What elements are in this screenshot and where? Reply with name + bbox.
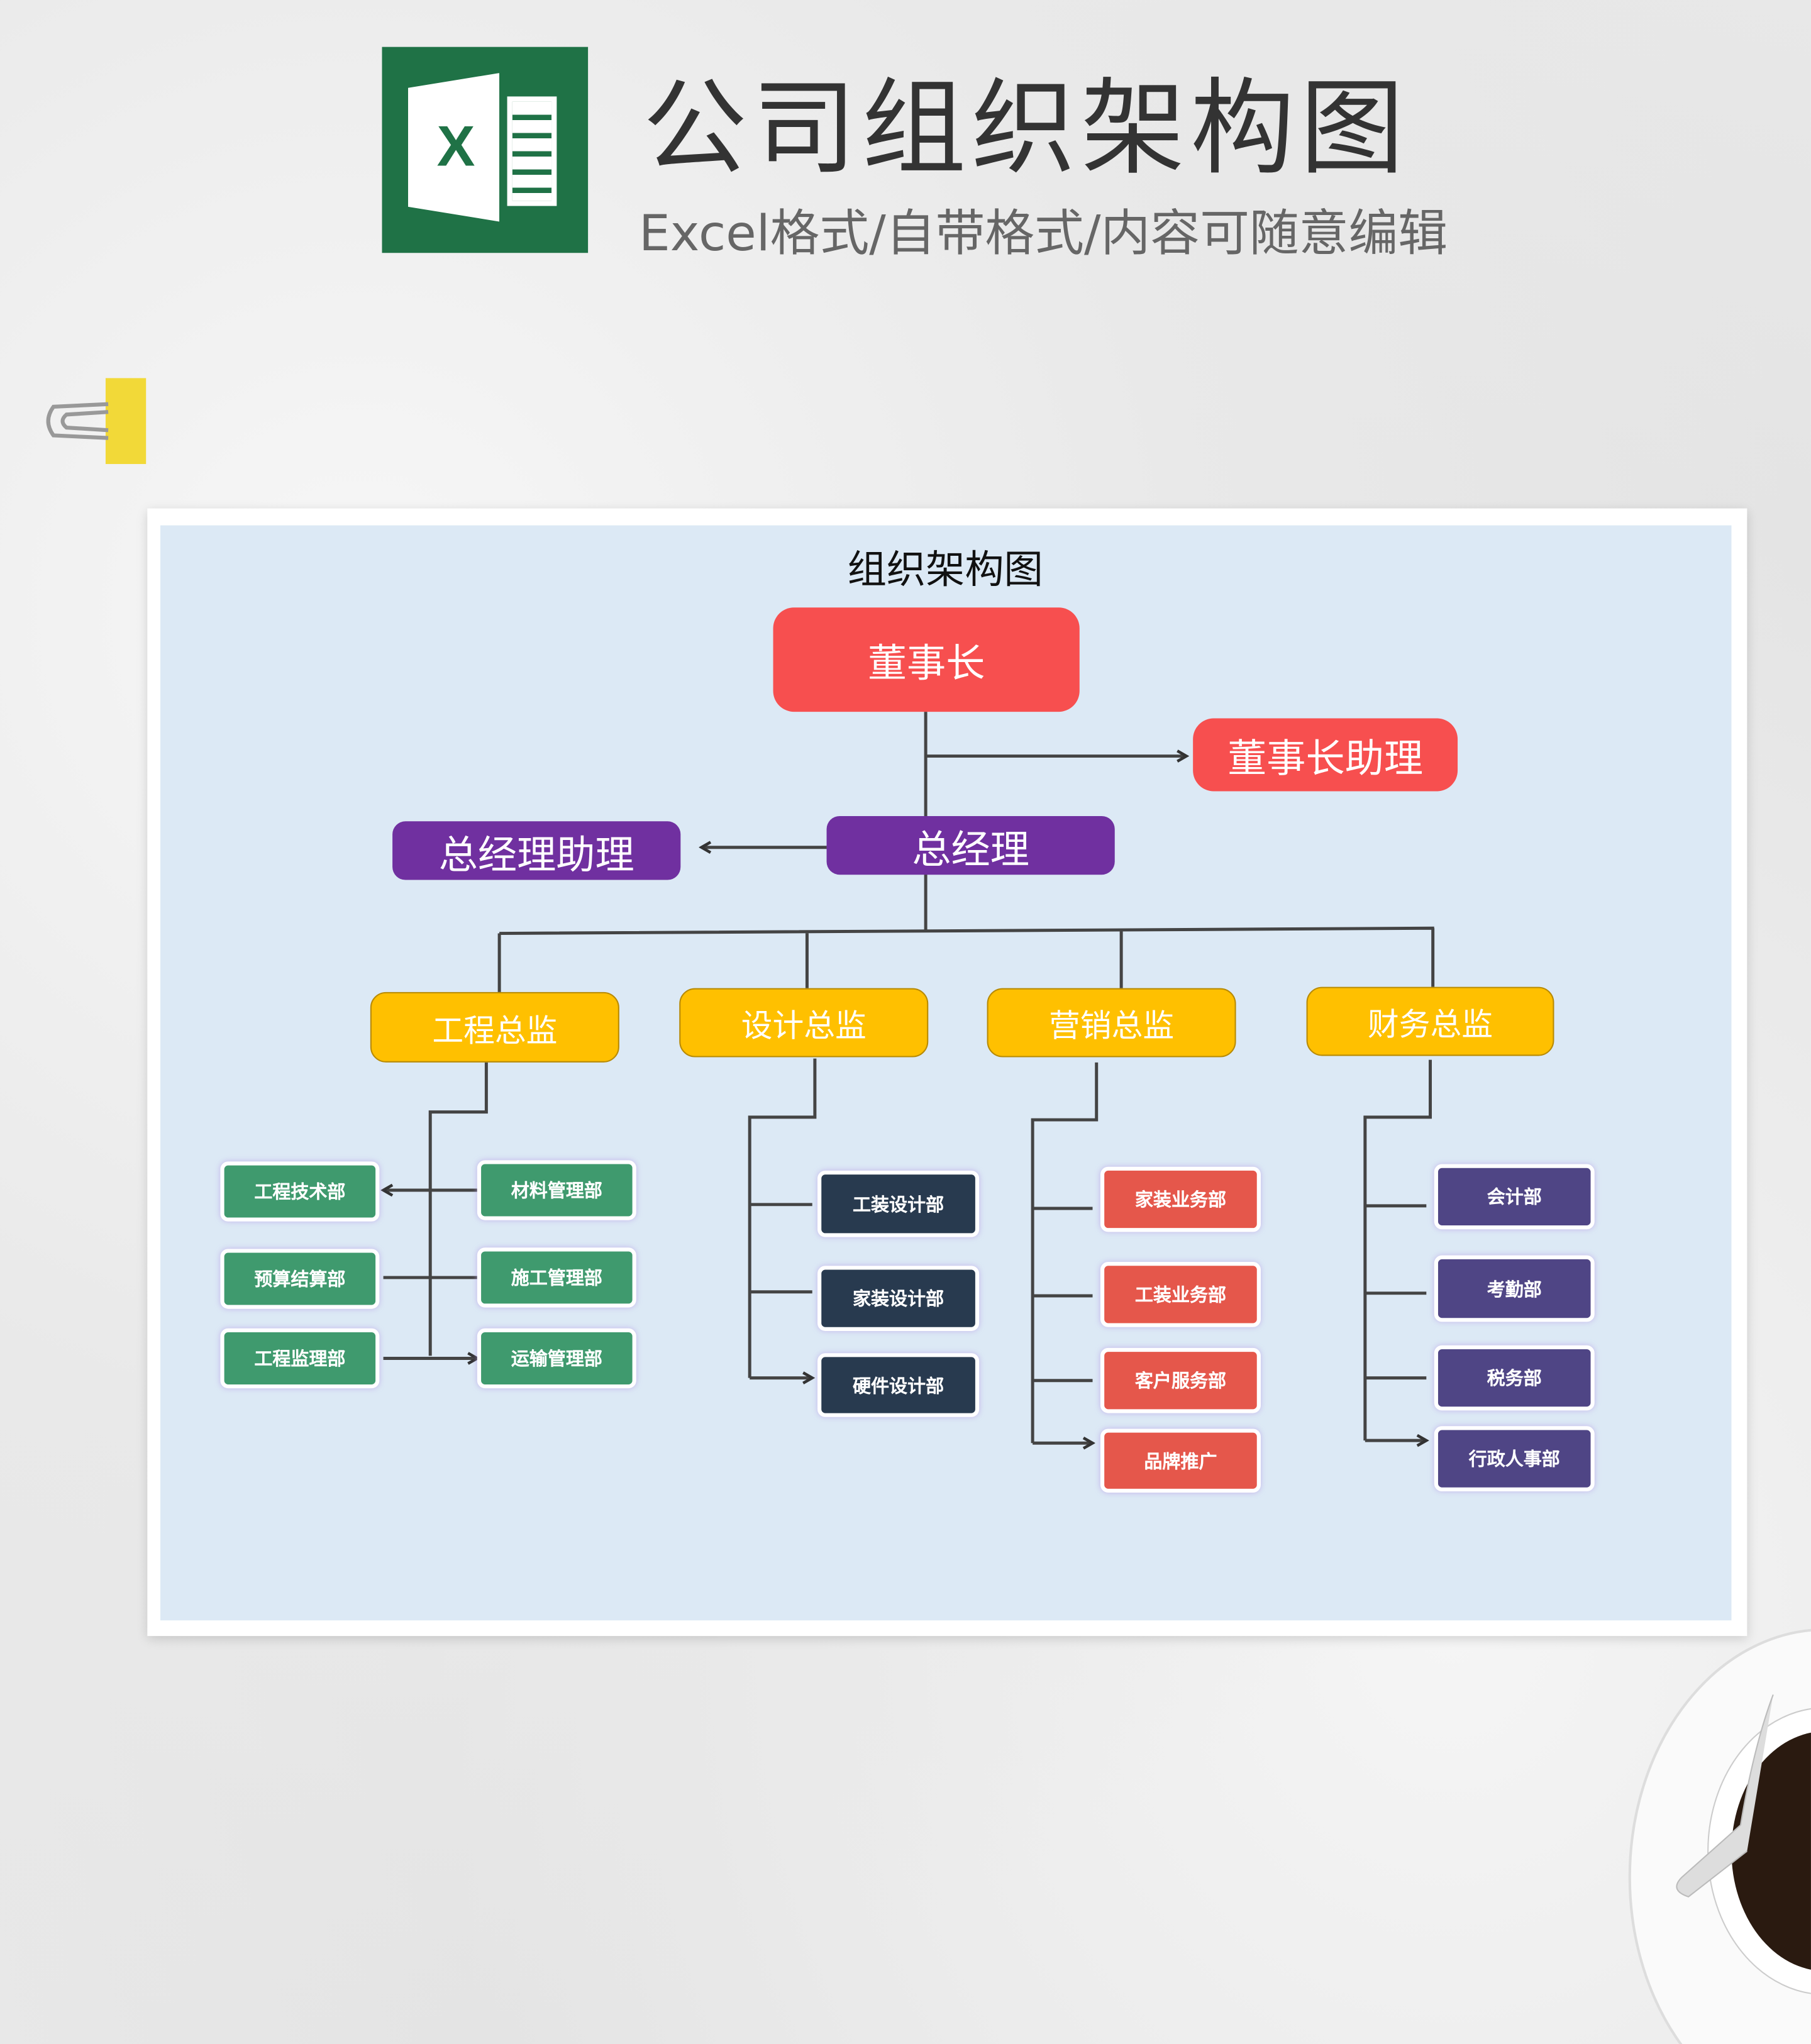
node-department[interactable]: 预算结算部 [220, 1249, 380, 1309]
node-department[interactable]: 家装设计部 [817, 1266, 980, 1331]
node-director[interactable]: 财务总监 [1306, 986, 1554, 1056]
binder-clip-icon [46, 378, 147, 465]
chart-title: 组织架构图 [847, 547, 1043, 594]
page-subtitle: Excel格式/自带格式/内容可随意编辑 [638, 204, 1448, 262]
node-director[interactable]: 工程总监 [370, 992, 619, 1063]
page-title: 公司组织架构图 [643, 67, 1410, 189]
line-finance [1363, 1059, 1432, 1441]
line-design [748, 1058, 817, 1378]
node-department[interactable]: 工装设计部 [817, 1170, 980, 1237]
node-department[interactable]: 施工管理部 [477, 1247, 636, 1308]
node-department[interactable]: 客户服务部 [1100, 1347, 1261, 1413]
node-department[interactable]: 工程监理部 [220, 1328, 380, 1389]
node-department[interactable]: 硬件设计部 [817, 1353, 980, 1417]
node-department[interactable]: 税务部 [1434, 1345, 1595, 1411]
node-department[interactable]: 行政人事部 [1434, 1426, 1595, 1491]
node-department[interactable]: 家装业务部 [1100, 1166, 1261, 1232]
node-director[interactable]: 设计总监 [679, 988, 929, 1058]
line-directors-bus [497, 926, 1435, 992]
excel-logo-icon: X [382, 47, 589, 253]
line-marketing [1031, 1062, 1099, 1444]
node-general-manager[interactable]: 总经理 [826, 815, 1115, 875]
node-department[interactable]: 工装业务部 [1100, 1262, 1261, 1327]
node-department[interactable]: 品牌推广 [1100, 1428, 1261, 1493]
node-director[interactable]: 营销总监 [987, 988, 1236, 1058]
node-department[interactable]: 会计部 [1434, 1164, 1595, 1230]
node-department[interactable]: 材料管理部 [477, 1160, 636, 1220]
node-department[interactable]: 考勤部 [1434, 1255, 1595, 1322]
node-chairman[interactable]: 董事长 [773, 607, 1080, 712]
node-gm-assistant[interactable]: 总经理助理 [392, 821, 681, 880]
node-department[interactable]: 运输管理部 [477, 1328, 636, 1389]
node-department[interactable]: 工程技术部 [220, 1161, 380, 1222]
node-chairman-assistant[interactable]: 董事长助理 [1193, 718, 1458, 792]
